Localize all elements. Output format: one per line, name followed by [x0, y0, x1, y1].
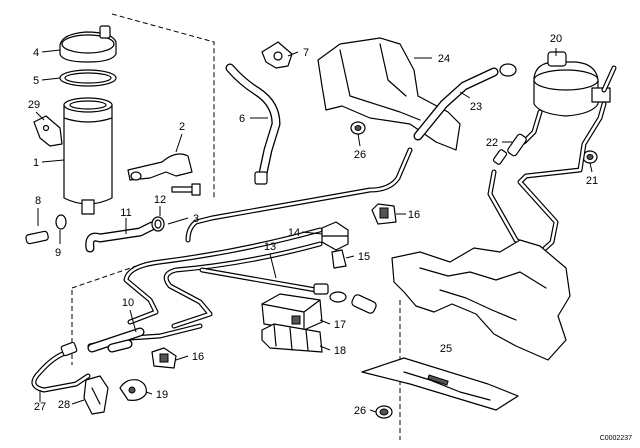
hose-clamp-small	[329, 291, 347, 303]
callout-2: 2	[179, 121, 185, 133]
clip-15	[331, 249, 347, 269]
clip-28	[83, 375, 109, 415]
hose-clamp-12	[151, 216, 165, 232]
callout-16-upper: 16	[408, 209, 420, 221]
hose-11	[85, 221, 157, 253]
callout-23: 23	[470, 101, 482, 113]
hose-connector-8	[25, 230, 49, 245]
callout-9: 9	[55, 247, 61, 259]
callout-28: 28	[58, 399, 70, 411]
callout-13: 13	[264, 241, 276, 253]
callout-17: 17	[334, 319, 346, 331]
hose-clip-7	[261, 41, 293, 69]
connector-block-17	[261, 293, 323, 331]
fuel-lines-bundle	[87, 227, 323, 349]
hose-13	[199, 267, 329, 295]
fuel-tank	[391, 239, 571, 361]
callout-26-lower: 26	[354, 405, 366, 417]
hex-bolt	[171, 183, 201, 196]
callout-16-lower: 16	[192, 351, 204, 363]
callout-26-upper: 26	[354, 149, 366, 161]
callouts: 4 5 29 1 2 3 8 9 11 12 7 6 24 26 23 20 2…	[28, 33, 598, 417]
holder-18	[261, 323, 323, 353]
callout-1: 1	[33, 157, 39, 169]
tank-shield-25	[361, 357, 519, 411]
grommet-21	[582, 150, 598, 164]
callout-29: 29	[28, 99, 40, 111]
callout-3: 3	[193, 213, 199, 225]
grommet-26	[350, 121, 366, 135]
callout-24: 24	[438, 53, 450, 65]
callout-20: 20	[550, 33, 562, 45]
callout-11: 11	[120, 207, 131, 219]
hose-clamp-9	[55, 214, 67, 230]
callout-12: 12	[154, 194, 166, 206]
pipe-10	[87, 327, 145, 353]
callout-5: 5	[33, 75, 39, 87]
leader-lines	[35, 48, 593, 413]
grommet-26-lower	[375, 405, 393, 419]
clamping-ring	[59, 69, 117, 87]
canister-holder-2	[127, 153, 193, 181]
hose-6	[225, 63, 281, 185]
rubber-connector	[351, 294, 377, 314]
callout-25: 25	[440, 343, 452, 355]
callout-4: 4	[33, 47, 39, 59]
reference-code: C0002237	[600, 435, 632, 442]
expansion-tank-20	[521, 51, 617, 145]
callout-7: 7	[303, 47, 309, 59]
bracket-16-upper	[371, 203, 397, 225]
activated-charcoal-canister	[63, 97, 113, 215]
callout-22: 22	[486, 137, 498, 149]
clip-19	[119, 379, 147, 401]
callout-10: 10	[122, 297, 134, 309]
callout-8: 8	[35, 195, 41, 207]
callout-27: 27	[34, 401, 46, 413]
callout-14: 14	[288, 227, 300, 239]
callout-18: 18	[334, 345, 346, 357]
connector-22	[492, 133, 527, 165]
clip-14	[321, 221, 349, 251]
hose-27	[31, 341, 91, 393]
callout-15: 15	[358, 251, 370, 263]
hose-23	[413, 63, 517, 141]
callout-6: 6	[239, 113, 245, 125]
filter-housing-cover	[59, 25, 117, 63]
mounting-bracket-29	[33, 115, 63, 147]
bracket-16-lower	[151, 347, 177, 369]
callout-19: 19	[156, 389, 168, 401]
vent-line-main	[185, 147, 413, 243]
callout-21: 21	[586, 175, 598, 187]
